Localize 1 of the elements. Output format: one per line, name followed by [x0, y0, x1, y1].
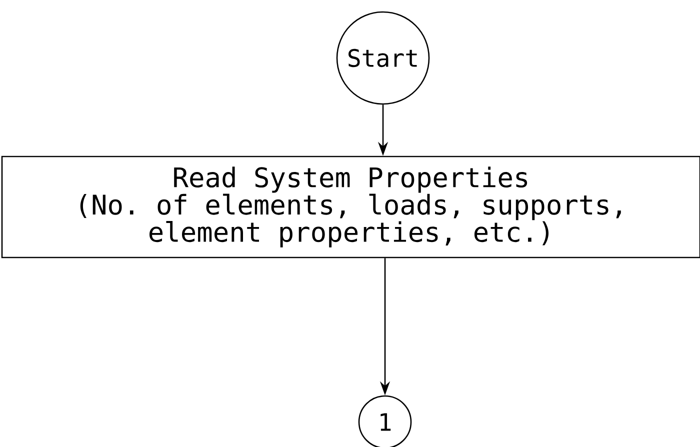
process-box: Read System Properties (No. of elements, loads, supports, element properties, etc.) [1, 156, 700, 258]
